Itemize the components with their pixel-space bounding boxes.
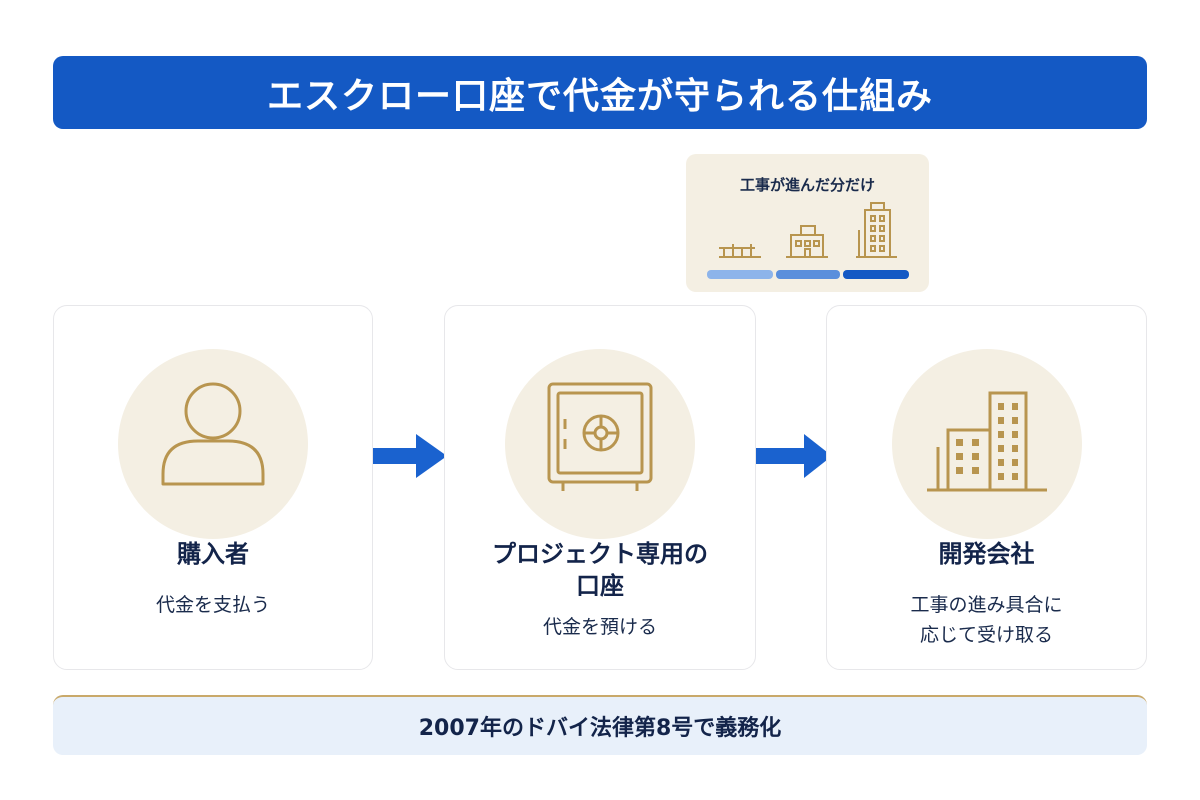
icon-circle [118, 349, 308, 539]
progress-label: 工事が進んだ分だけ [739, 176, 875, 194]
step-card-buyer: 購入者 代金を支払う [53, 305, 373, 670]
person-icon [161, 382, 265, 486]
page-title: エスクロー口座で代金が守られる仕組み [266, 75, 933, 117]
step-subtitle-line-2: 応じて受け取る [919, 624, 1053, 646]
footer-note: 2007年のドバイ法律第8号で義務化 [418, 716, 782, 741]
buildings-icon [926, 391, 1047, 492]
icon-circle [891, 349, 1082, 539]
step-card-developer: 開発会社 工事の進み具合に 応じて受け取る [826, 305, 1147, 670]
step-title: 購入者 [177, 540, 249, 568]
safe-icon [547, 382, 653, 491]
footer-banner: 2007年のドバイ法律第8号で義務化 [53, 695, 1147, 755]
step-title: 開発会社 [938, 540, 1035, 568]
step-subtitle-line-1: 工事の進み具合に [910, 594, 1063, 616]
step-subtitle: 代金を支払う [155, 594, 270, 616]
step-subtitle: 代金を預ける [542, 616, 657, 638]
icon-circle [505, 349, 695, 539]
progress-panel: 工事が進んだ分だけ [686, 154, 929, 292]
step-card-escrow-account: プロジェクト専用の 口座 代金を預ける [444, 305, 756, 670]
step-title-line-2: 口座 [576, 572, 624, 600]
title-banner: エスクロー口座で代金が守られる仕組み [53, 56, 1147, 129]
step-title-line-1: プロジェクト専用の [492, 540, 708, 568]
